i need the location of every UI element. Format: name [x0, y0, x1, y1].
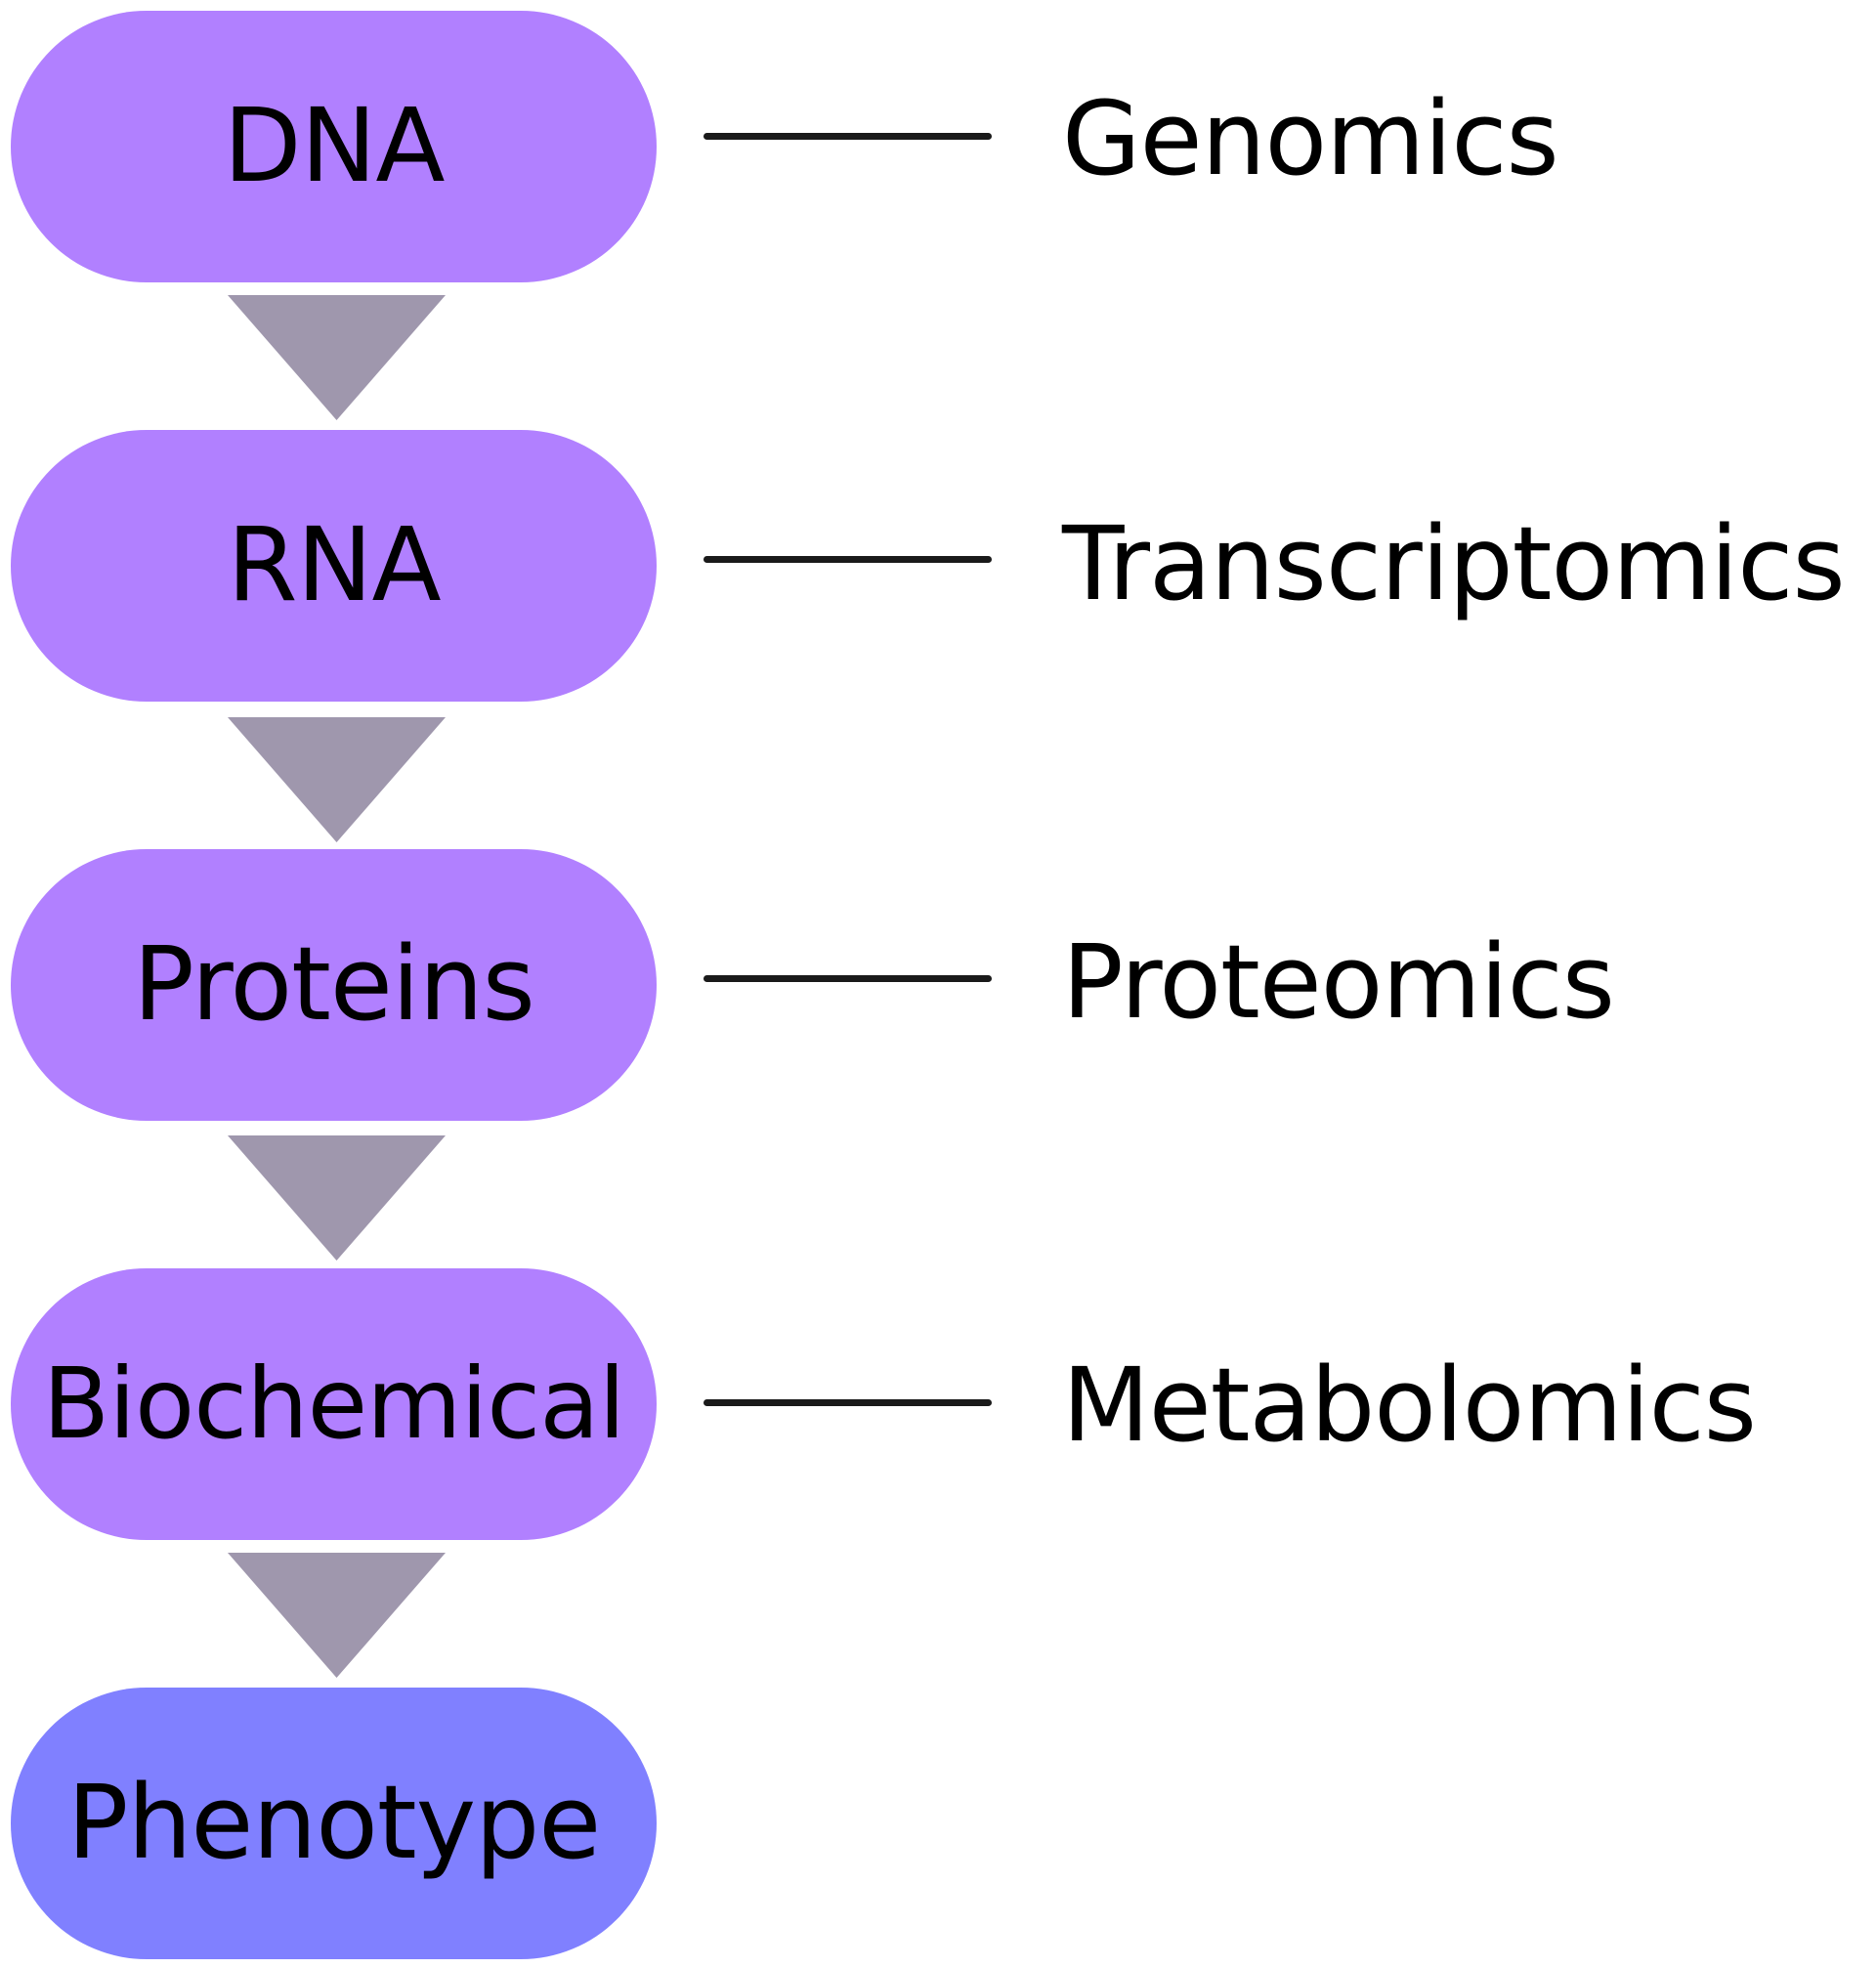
field-label-metabolomics: Metabolomics: [1062, 1346, 1757, 1465]
down-triangle-icon: [228, 717, 446, 842]
stage-label: Phenotype: [66, 1763, 601, 1882]
field-label-genomics: Genomics: [1062, 79, 1559, 198]
down-triangle-icon: [228, 1135, 446, 1261]
stage-biochemical: Biochemical: [11, 1268, 657, 1540]
down-triangle-icon: [228, 1553, 446, 1678]
stage-label: Biochemical: [42, 1346, 626, 1461]
connector-line: [704, 133, 992, 140]
stage-rna: RNA: [11, 430, 657, 702]
field-label-transcriptomics: Transcriptomics: [1062, 504, 1846, 623]
field-label-proteomics: Proteomics: [1062, 922, 1615, 1042]
connector-line: [704, 556, 992, 563]
stage-label: Proteins: [133, 924, 535, 1044]
stage-label: DNA: [223, 86, 445, 205]
connector-line: [704, 1399, 992, 1406]
down-triangle-icon: [228, 295, 446, 420]
stage-dna: DNA: [11, 11, 657, 282]
stage-phenotype: Phenotype: [11, 1688, 657, 1959]
stage-label: RNA: [227, 505, 441, 624]
stage-proteins: Proteins: [11, 849, 657, 1121]
connector-line: [704, 975, 992, 982]
